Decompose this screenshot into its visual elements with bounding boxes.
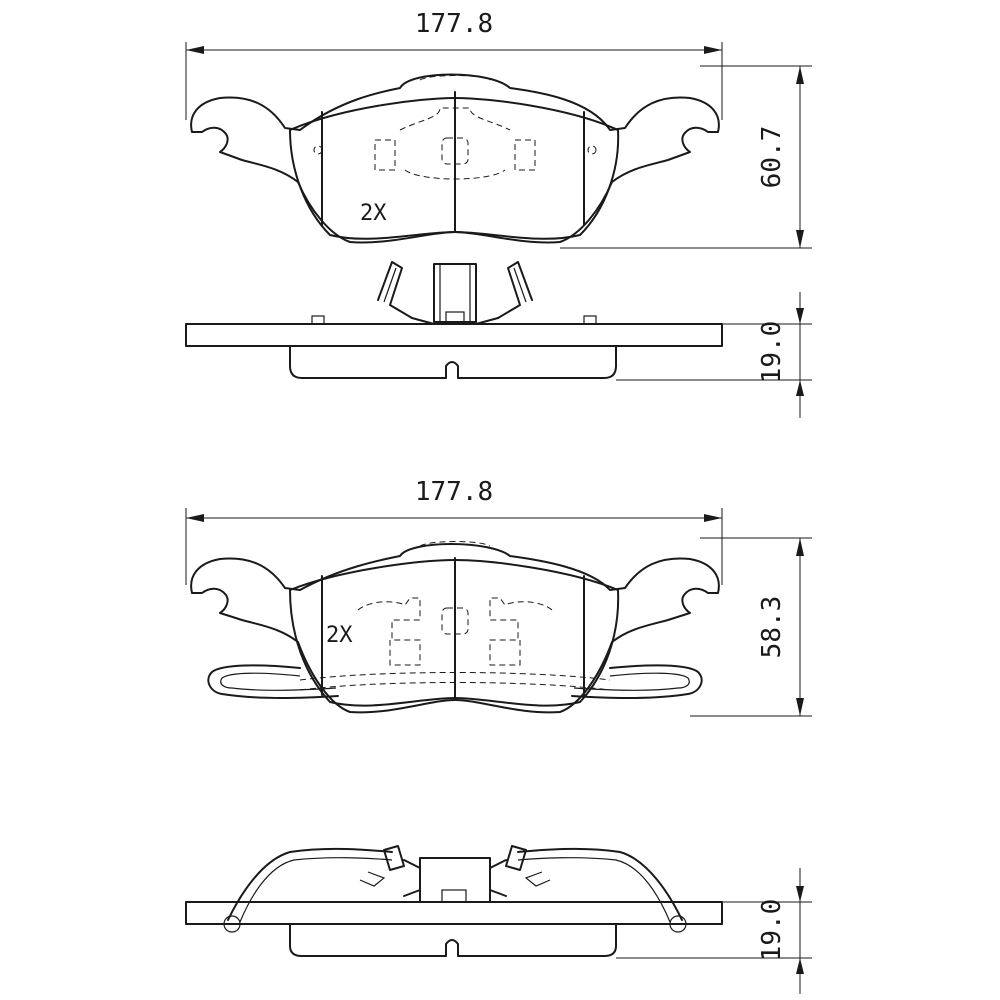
- upper-width-dimension: 177.8: [185, 9, 723, 120]
- upper-thickness-dimension: 19.0: [616, 292, 812, 418]
- lower-width-dimension: 177.8: [185, 477, 723, 585]
- upper-pad-side-view: [185, 261, 723, 379]
- lower-width-label: 177.8: [415, 477, 493, 507]
- lower-quantity-note: 2X: [326, 623, 353, 648]
- upper-thickness-label: 19.0: [757, 321, 787, 384]
- upper-pad-front-view: 2X: [190, 73, 720, 244]
- upper-width-label: 177.8: [415, 9, 493, 39]
- lower-height-label: 58.3: [757, 596, 787, 659]
- lower-pad-front-view: 2X: [190, 541, 720, 714]
- upper-height-dimension: 60.7: [560, 65, 812, 249]
- upper-quantity-note: 2X: [360, 201, 387, 226]
- upper-height-label: 60.7: [757, 126, 787, 189]
- lower-thickness-dimension: 19.0: [616, 868, 812, 994]
- lower-thickness-label: 19.0: [757, 899, 787, 962]
- lower-pad-side-view: [185, 845, 723, 957]
- lower-height-dimension: 58.3: [690, 537, 812, 717]
